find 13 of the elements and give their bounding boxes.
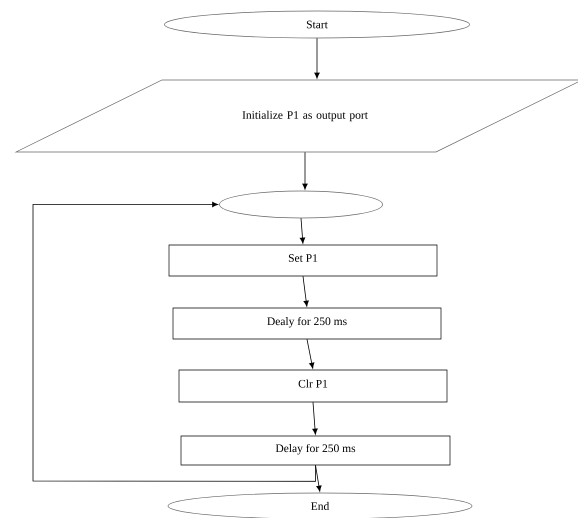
arrow [306, 338, 314, 369]
arrow [302, 152, 308, 190]
arrow [314, 38, 320, 79]
process-box: Clr P1 [178, 370, 448, 402]
arrow [312, 402, 318, 435]
process-box: Set P1 [168, 244, 438, 276]
process-box: Delay for 250 ms [180, 436, 450, 466]
connector-ellipse [219, 190, 383, 218]
process-box: Dealy for 250 ms [172, 308, 442, 340]
arrow [315, 464, 322, 492]
arrow [300, 218, 306, 244]
loop-arrow [32, 202, 316, 482]
arrow [302, 276, 309, 307]
